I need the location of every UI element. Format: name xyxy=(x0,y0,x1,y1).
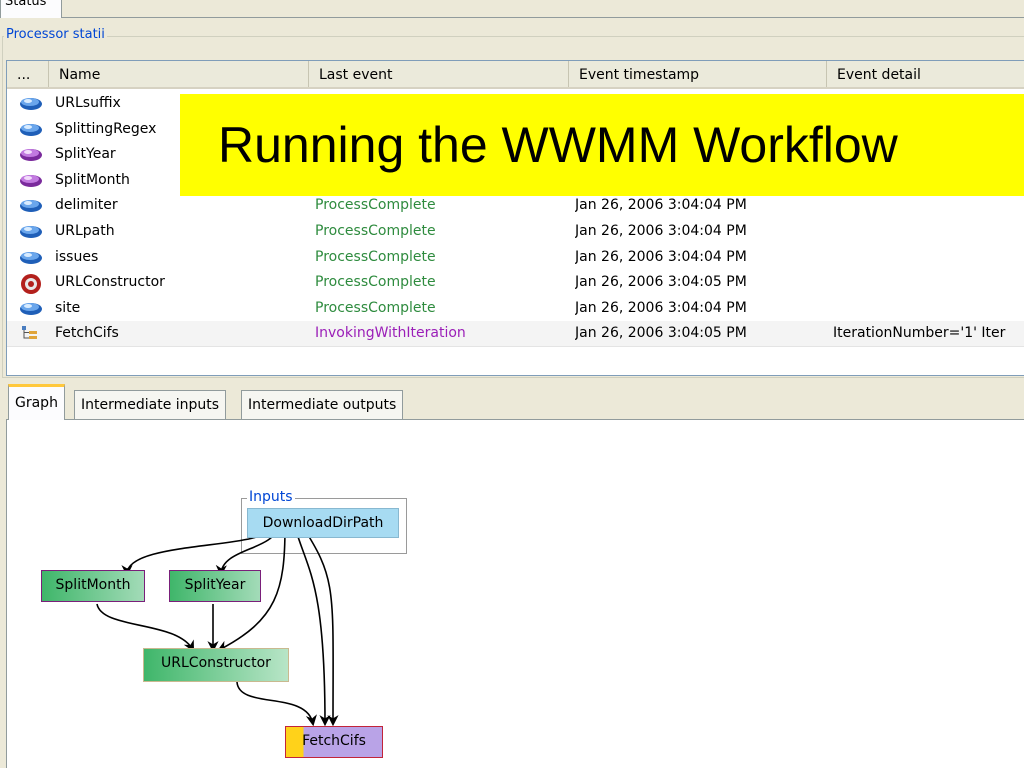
row-name: URLsuffix xyxy=(55,95,121,111)
row-name: site xyxy=(55,299,81,316)
tab-status[interactable]: Status xyxy=(0,0,62,18)
workflow-graph: Inputs DownloadDirPath SplitMonth SplitY… xyxy=(6,419,1024,768)
table-row[interactable]: SplittingRegex xyxy=(7,117,1024,143)
table-row[interactable]: URLsuffix xyxy=(7,91,1024,117)
node-split-month[interactable]: SplitMonth xyxy=(41,570,145,602)
group-title: Processor statii xyxy=(4,26,107,44)
node-download-dir-path[interactable]: DownloadDirPath xyxy=(247,508,399,538)
node-split-year[interactable]: SplitYear xyxy=(169,570,261,602)
row-name: URLpath xyxy=(55,223,115,239)
table-row[interactable]: URLpath ProcessComplete Jan 26, 2006 3:04:… xyxy=(7,219,1024,245)
graph-edges xyxy=(96,526,339,727)
row-event-timestamp: Jan 26, 2006 3:04:05 PM xyxy=(575,274,747,291)
column-header-event-detail[interactable]: Event detail xyxy=(837,67,921,83)
blue-gem-icon xyxy=(19,299,43,319)
blue-gem-icon xyxy=(19,120,43,140)
row-event-timestamp: Jan 26, 2006 3:04:04 PM xyxy=(575,299,747,316)
tree-icon xyxy=(19,324,43,344)
row-event-timestamp: Jan 26, 2006 3:04:04 PM xyxy=(575,248,747,265)
purple-gem-icon xyxy=(19,145,43,165)
blue-gem-icon xyxy=(19,222,43,242)
blue-gem-icon xyxy=(19,196,43,216)
inputs-group-box xyxy=(241,498,407,554)
row-last-event: ProcessComplete xyxy=(315,197,436,214)
banner-title: Running the WWMM Workflow xyxy=(218,117,898,173)
top-tab-strip: Status xyxy=(0,0,1024,18)
blue-gem-icon xyxy=(19,94,43,114)
row-name: SplittingRegex xyxy=(55,120,157,137)
row-last-event: ProcessComplete xyxy=(315,248,436,265)
table-row[interactable]: SplitYear xyxy=(7,142,1024,168)
column-header-event-timestamp[interactable]: Event timestamp xyxy=(569,61,827,87)
purple-gem-icon xyxy=(19,171,43,191)
node-fetch-cifs[interactable]: FetchCifs xyxy=(285,726,383,758)
title-banner: Running the WWMM Workflow xyxy=(180,94,1024,196)
row-name: URLConstructor xyxy=(55,274,165,291)
edge-download-fetchcifs-a xyxy=(294,526,331,727)
edge-download-fetchcifs-b xyxy=(302,526,339,727)
row-name: SplitMonth xyxy=(55,171,130,188)
row-last-event: ProcessComplete xyxy=(315,299,436,316)
red-ball-icon xyxy=(19,273,43,295)
row-name: FetchCifs xyxy=(55,325,119,342)
node-url-constructor[interactable]: URLConstructor xyxy=(143,648,289,682)
inputs-group-label: Inputs xyxy=(247,488,295,506)
table-row[interactable]: delimiter ProcessComplete Jan 26, 2006 3:0… xyxy=(7,193,1024,219)
edge-download-urlconstructor xyxy=(217,526,286,652)
row-event-timestamp: Jan 26, 2006 3:04:04 PM xyxy=(575,223,747,239)
row-name: issues xyxy=(55,248,99,265)
row-event-timestamp: Jan 26, 2006 3:04:04 PM xyxy=(575,197,747,214)
edge-urlconstructor-fetchcifs xyxy=(236,681,317,727)
row-last-event: ProcessComplete xyxy=(315,223,436,239)
processor-statii-group xyxy=(2,36,1024,378)
column-header-menu[interactable]: ... xyxy=(7,61,49,87)
row-event-timestamp: Jan 26, 2006 3:04:05 PM xyxy=(575,325,747,342)
edge-splitmonth-urlconstructor xyxy=(96,603,195,652)
row-last-event: ProcessComplete xyxy=(315,274,436,291)
table-row[interactable]: FetchCifs InvokingWithIteration Jan 26, 20… xyxy=(7,321,1024,347)
column-header-last-event[interactable]: Last event xyxy=(309,61,569,87)
row-name: SplitYear xyxy=(55,146,116,163)
table-row[interactable]: site ProcessComplete Jan 26, 2006 3:04:04 … xyxy=(7,296,1024,322)
table-row[interactable]: SplitMonth xyxy=(7,168,1024,194)
row-name: delimiter xyxy=(55,197,118,214)
row-event-detail: IterationNumber='1' Iter xyxy=(833,325,1006,342)
column-header-name[interactable]: Name xyxy=(49,61,309,87)
table-row[interactable]: issues ProcessComplete Jan 26, 2006 3:04:0… xyxy=(7,245,1024,271)
table-row[interactable]: URLConstructor ProcessComplete Jan 26, 200… xyxy=(7,270,1024,296)
tab-intermediate-outputs[interactable]: Intermediate outputs xyxy=(241,390,404,420)
tab-intermediate-inputs[interactable]: Intermediate inputs xyxy=(74,390,227,420)
lower-tab-panel: Graph Intermediate inputs Intermediate o… xyxy=(4,384,1024,768)
row-last-event: InvokingWithIteration xyxy=(315,325,466,342)
table-header: ... Name Last event Event timestamp Even… xyxy=(7,61,1024,89)
tab-graph[interactable]: Graph xyxy=(8,384,65,420)
blue-gem-icon xyxy=(19,248,43,268)
